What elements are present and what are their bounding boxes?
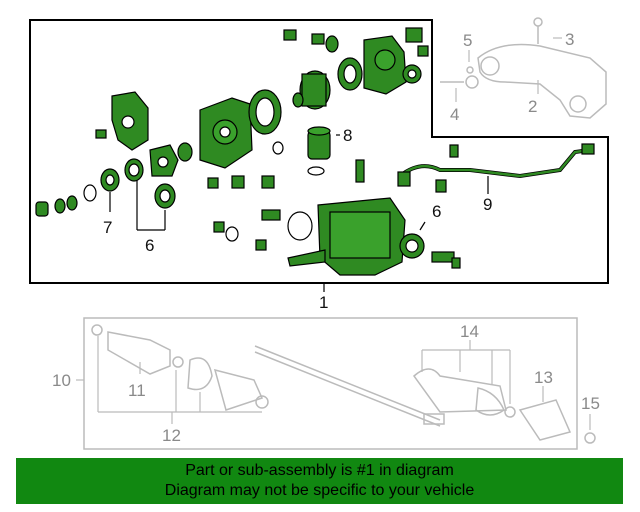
callout-11: 11 <box>128 381 146 400</box>
assembly-1-frame <box>29 19 609 284</box>
callout-6-left: 6 <box>145 236 154 255</box>
disclaimer-banner: Part or sub-assembly is #1 in diagram Di… <box>16 458 623 504</box>
callout-8: 8 <box>343 126 352 145</box>
callout-3: 3 <box>565 30 574 49</box>
callout-7: 7 <box>103 218 112 237</box>
callout-10: 10 <box>52 371 71 390</box>
banner-line-1: Part or sub-assembly is #1 in diagram <box>185 462 454 479</box>
callout-2: 2 <box>528 97 537 116</box>
banner-line-2: Diagram may not be specific to your vehi… <box>164 482 475 499</box>
callout-13: 13 <box>534 368 553 387</box>
differential-parts <box>35 27 595 276</box>
callout-5: 5 <box>463 31 472 50</box>
callout-4: 4 <box>450 105 459 124</box>
callout-12: 12 <box>162 426 181 445</box>
rear-mount-bracket <box>440 17 607 119</box>
leader-lines-gray <box>76 37 591 430</box>
parts-diagram: 2 3 4 5 8 6 6 7 9 1 10 11 12 13 14 15 <box>29 17 609 450</box>
leader-lines <box>109 134 489 292</box>
callout-6-right: 6 <box>432 202 441 221</box>
callout-1: 1 <box>319 293 328 312</box>
callout-15: 15 <box>581 394 600 413</box>
assembly-10-frame <box>83 317 578 450</box>
callout-9: 9 <box>483 195 492 214</box>
callout-14: 14 <box>460 322 479 341</box>
half-shaft-parts <box>91 324 596 444</box>
